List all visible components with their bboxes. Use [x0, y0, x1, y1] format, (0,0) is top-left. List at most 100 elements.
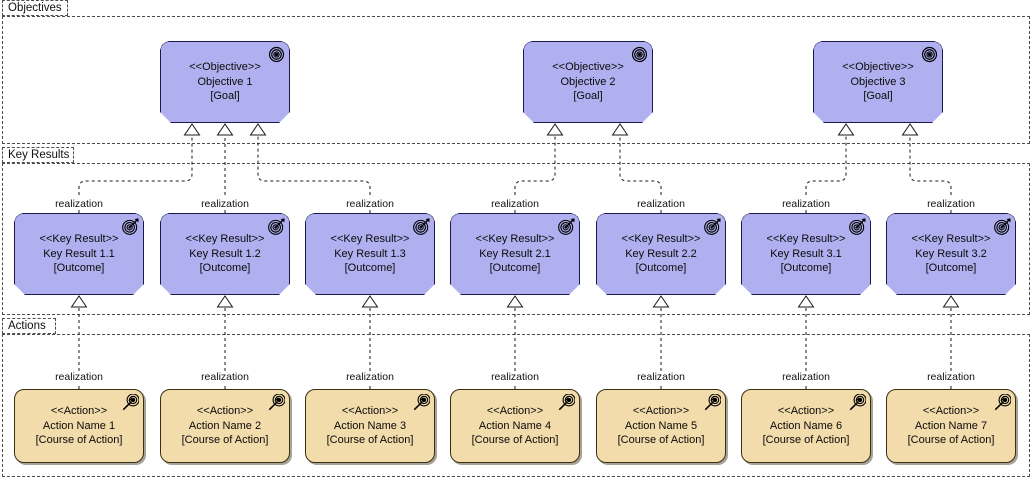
node-meta: [Outcome]	[489, 262, 541, 275]
edge-label-realization-kr12: realization	[199, 198, 251, 210]
node-meta: [Outcome]	[780, 262, 832, 275]
node-name: Action Name 6	[769, 419, 843, 432]
node-name: Objective 3	[850, 75, 906, 88]
node-act4[interactable]: <<Action>>Action Name 4 [Course of Action…	[450, 389, 580, 463]
node-act3[interactable]: <<Action>>Action Name 3 [Course of Action…	[305, 389, 435, 463]
node-meta: [Course of Action]	[35, 434, 123, 447]
node-stereotype: <<Key Result>>	[911, 233, 991, 246]
goal-target-icon	[631, 46, 648, 63]
node-stereotype: <<Action>>	[50, 405, 108, 418]
node-act6[interactable]: <<Action>>Action Name 6 [Course of Action…	[741, 389, 871, 463]
node-stereotype: <<Key Result>>	[185, 233, 265, 246]
node-act7[interactable]: <<Action>>Action Name 7 [Course of Action…	[886, 389, 1016, 463]
node-stereotype: <<Action>>	[777, 405, 835, 418]
course-of-action-icon	[122, 393, 140, 411]
edge-label-realization-act4: realization	[489, 371, 541, 383]
outcome-target-arrow-icon	[558, 218, 575, 235]
node-name: Action Name 4	[478, 419, 552, 432]
node-stereotype: <<Action>>	[341, 405, 399, 418]
node-kr13[interactable]: <<Key Result>>Key Result 1.3 [Outcome]	[305, 213, 435, 295]
edge-label-realization-act7: realization	[925, 371, 977, 383]
swimlane-actions	[2, 334, 1030, 477]
edge-label-realization-kr13: realization	[344, 198, 396, 210]
node-stereotype: <<Key Result>>	[39, 233, 119, 246]
node-stereotype: <<Action>>	[486, 405, 544, 418]
node-act2[interactable]: <<Action>>Action Name 2 [Course of Action…	[160, 389, 290, 463]
edge-label-realization-kr31: realization	[780, 198, 832, 210]
node-name: Action Name 5	[624, 419, 698, 432]
node-name: Key Result 2.1	[479, 247, 551, 260]
node-meta: [Outcome]	[925, 262, 977, 275]
node-name: Key Result 3.1	[770, 247, 842, 260]
node-meta: [Goal]	[863, 90, 893, 103]
node-name: Objective 2	[560, 75, 616, 88]
course-of-action-icon	[413, 393, 431, 411]
node-stereotype: <<Objective>>	[552, 61, 624, 74]
swimlane-label-actions[interactable]: Actions	[2, 318, 56, 334]
node-name: Action Name 7	[914, 419, 988, 432]
node-name: Action Name 3	[333, 419, 407, 432]
course-of-action-icon	[268, 393, 286, 411]
edge-label-realization-act3: realization	[344, 371, 396, 383]
outcome-target-arrow-icon	[704, 218, 721, 235]
node-meta: [Course of Action]	[326, 434, 414, 447]
node-meta: [Course of Action]	[762, 434, 850, 447]
course-of-action-icon	[704, 393, 722, 411]
outcome-target-arrow-icon	[413, 218, 430, 235]
node-kr22[interactable]: <<Key Result>>Key Result 2.2 [Outcome]	[596, 213, 726, 295]
node-meta: [Outcome]	[344, 262, 396, 275]
node-stereotype: <<Action>>	[196, 405, 254, 418]
outcome-target-arrow-icon	[122, 218, 139, 235]
node-obj2[interactable]: <<Objective>>Objective 2 [Goal]	[523, 41, 653, 123]
edge-label-realization-kr32: realization	[925, 198, 977, 210]
node-kr11[interactable]: <<Key Result>>Key Result 1.1[Outcome]	[14, 213, 144, 295]
node-name: Objective 1	[197, 75, 253, 88]
edge-label-realization-kr11: realization	[53, 198, 105, 210]
edge-label-realization-kr22: realization	[635, 198, 687, 210]
course-of-action-icon	[849, 393, 867, 411]
node-kr12[interactable]: <<Key Result>>Key Result 1.2 [Outcome]	[160, 213, 290, 295]
node-meta: [Outcome]	[635, 262, 687, 275]
swimlane-label-objectives[interactable]: Objectives	[2, 0, 68, 16]
edge-label-realization-act5: realization	[635, 371, 687, 383]
edge-label-realization-act6: realization	[780, 371, 832, 383]
swimlane-label-key-results[interactable]: Key Results	[2, 147, 74, 163]
node-meta: [Outcome]	[199, 262, 251, 275]
node-name: Key Result 1.3	[334, 247, 406, 260]
node-meta: [Goal]	[210, 90, 240, 103]
outcome-target-arrow-icon	[268, 218, 285, 235]
node-act1[interactable]: <<Action>>Action Name 1 [Course of Action…	[14, 389, 144, 463]
node-act5[interactable]: <<Action>>Action Name 5 [Course of Action…	[596, 389, 726, 463]
course-of-action-icon	[558, 393, 576, 411]
outcome-target-arrow-icon	[994, 218, 1011, 235]
node-obj1[interactable]: <<Objective>>Objective 1[Goal]	[160, 41, 290, 123]
node-meta: [Course of Action]	[471, 434, 559, 447]
goal-target-icon	[921, 46, 938, 63]
node-meta: [Course of Action]	[181, 434, 269, 447]
node-kr21[interactable]: <<Key Result>>Key Result 2.1 [Outcome]	[450, 213, 580, 295]
node-stereotype: <<Key Result>>	[475, 233, 555, 246]
node-name: Key Result 3.2	[915, 247, 987, 260]
node-name: Key Result 2.2	[625, 247, 697, 260]
node-name: Key Result 1.2	[189, 247, 261, 260]
node-stereotype: <<Key Result>>	[330, 233, 410, 246]
node-stereotype: <<Action>>	[632, 405, 690, 418]
goal-target-icon	[268, 46, 285, 63]
node-meta: [Course of Action]	[617, 434, 705, 447]
node-stereotype: <<Key Result>>	[621, 233, 701, 246]
node-kr31[interactable]: <<Key Result>>Key Result 3.1 [Outcome]	[741, 213, 871, 295]
node-name: Action Name 2	[188, 419, 262, 432]
edge-label-realization-act2: realization	[199, 371, 251, 383]
node-meta: [Outcome]	[53, 262, 105, 275]
edge-label-realization-kr21: realization	[489, 198, 541, 210]
node-meta: [Course of Action]	[907, 434, 995, 447]
node-stereotype: <<Action>>	[922, 405, 980, 418]
node-kr32[interactable]: <<Key Result>>Key Result 3.2 [Outcome]	[886, 213, 1016, 295]
node-stereotype: <<Key Result>>	[766, 233, 846, 246]
outcome-target-arrow-icon	[849, 218, 866, 235]
node-obj3[interactable]: <<Objective>>Objective 3[Goal]	[813, 41, 943, 123]
edge-label-realization-act1: realization	[53, 371, 105, 383]
node-meta: [Goal]	[573, 90, 603, 103]
node-name: Action Name 1	[42, 419, 116, 432]
